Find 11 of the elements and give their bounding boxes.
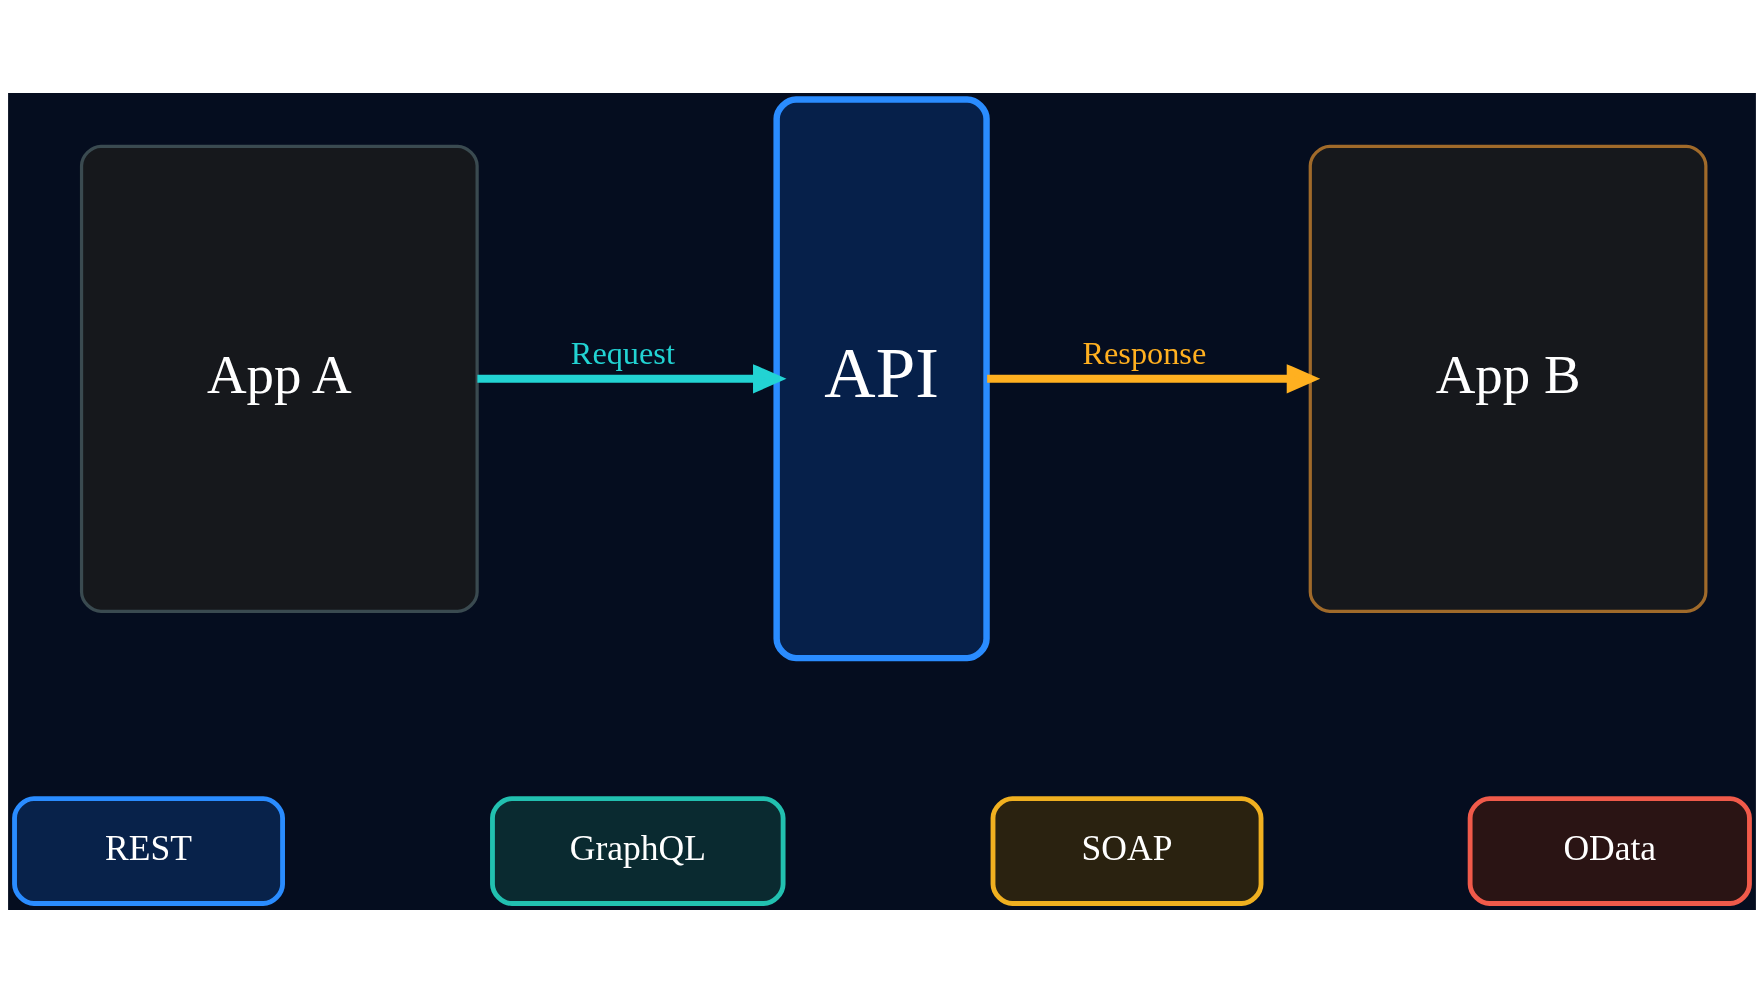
node-box: REST xyxy=(12,795,285,906)
node-box: App B xyxy=(1308,144,1708,613)
node-box: GraphQL xyxy=(490,795,786,906)
node-box: App A xyxy=(79,144,479,613)
node-box: API xyxy=(773,95,990,661)
arrow xyxy=(477,363,787,393)
node-box: SOAP xyxy=(990,795,1264,906)
edge-label: Response xyxy=(1082,334,1207,371)
arrow xyxy=(987,363,1321,393)
node-box: OData xyxy=(1467,795,1752,906)
edge-label: Request xyxy=(570,334,675,371)
